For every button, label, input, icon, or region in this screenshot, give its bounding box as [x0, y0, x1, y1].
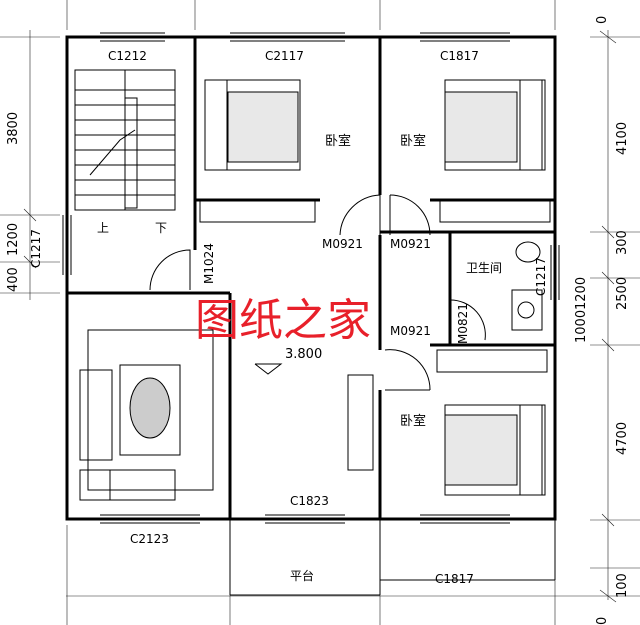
dim-right-4700: 4700: [615, 422, 630, 455]
door-label-m0921-left: M0921: [322, 237, 363, 251]
room-label-bedroom-4: 卧室: [400, 413, 426, 429]
dim-left-1200: 1200: [6, 223, 21, 256]
bedroom-furniture: [199, 79, 551, 496]
dim-right-1200: 1200: [574, 277, 589, 310]
dim-left-400: 400: [6, 267, 21, 292]
window-label-c2123: C2123: [130, 532, 169, 546]
dim-right-2500: 2500: [615, 277, 630, 310]
window-label-c1823: C1823: [290, 494, 329, 508]
dim-left-3800: 3800: [6, 112, 21, 145]
bathroom-fixtures: [511, 241, 543, 331]
dim-right-300: 300: [615, 230, 630, 255]
stair-down-label: 下: [155, 221, 167, 235]
platform-label: 平台: [290, 568, 314, 583]
room-label-bedroom-3: 卧室: [400, 133, 426, 149]
elevation-label: 3.800: [285, 347, 322, 362]
room-label-bedroom-2: 卧室: [325, 133, 351, 149]
dim-right-4100: 4100: [615, 122, 630, 155]
sofa-set: [79, 329, 214, 501]
door-label-m0921-bottom: M0921: [390, 324, 431, 338]
staircase: [74, 69, 176, 211]
window-label-c1817-top: C1817: [440, 49, 479, 63]
dim-edge-top: 0: [595, 16, 610, 24]
door-label-m1024: M1024: [202, 243, 216, 284]
window-label-c1217-bath: C1217: [534, 257, 548, 296]
dim-edge-bottom: 0: [595, 617, 610, 625]
window-label-c1217-left: C1217: [29, 229, 43, 268]
watermark: 图纸之家: [195, 295, 371, 346]
doors: [149, 194, 486, 391]
room-label-bathroom: 卫生间: [466, 261, 502, 275]
window-label-c1212: C1212: [108, 49, 147, 63]
window-label-c2117: C2117: [265, 49, 304, 63]
stair-up-label: 上: [97, 221, 109, 235]
door-label-m0821: M0821: [456, 303, 470, 344]
dim-right-100: 100: [615, 573, 630, 598]
dim-right-1000: 1000: [574, 310, 589, 343]
windows: [62, 32, 560, 596]
door-label-m0921-right: M0921: [390, 237, 431, 251]
elevation-marker: [254, 363, 283, 375]
window-label-c1817-bottom: C1817: [435, 572, 474, 586]
